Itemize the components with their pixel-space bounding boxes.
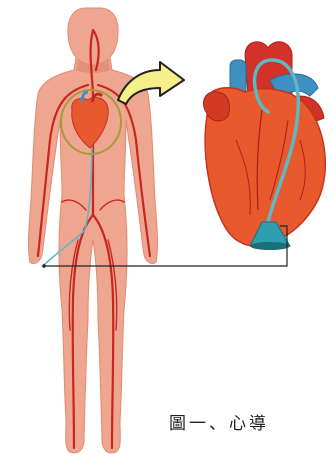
curved-arrow-icon <box>118 62 184 104</box>
large-heart <box>203 42 325 247</box>
figure-caption: 圖一、心導 <box>169 409 269 434</box>
insertion-point <box>42 264 46 268</box>
catheter-sheath-opening <box>250 242 290 250</box>
